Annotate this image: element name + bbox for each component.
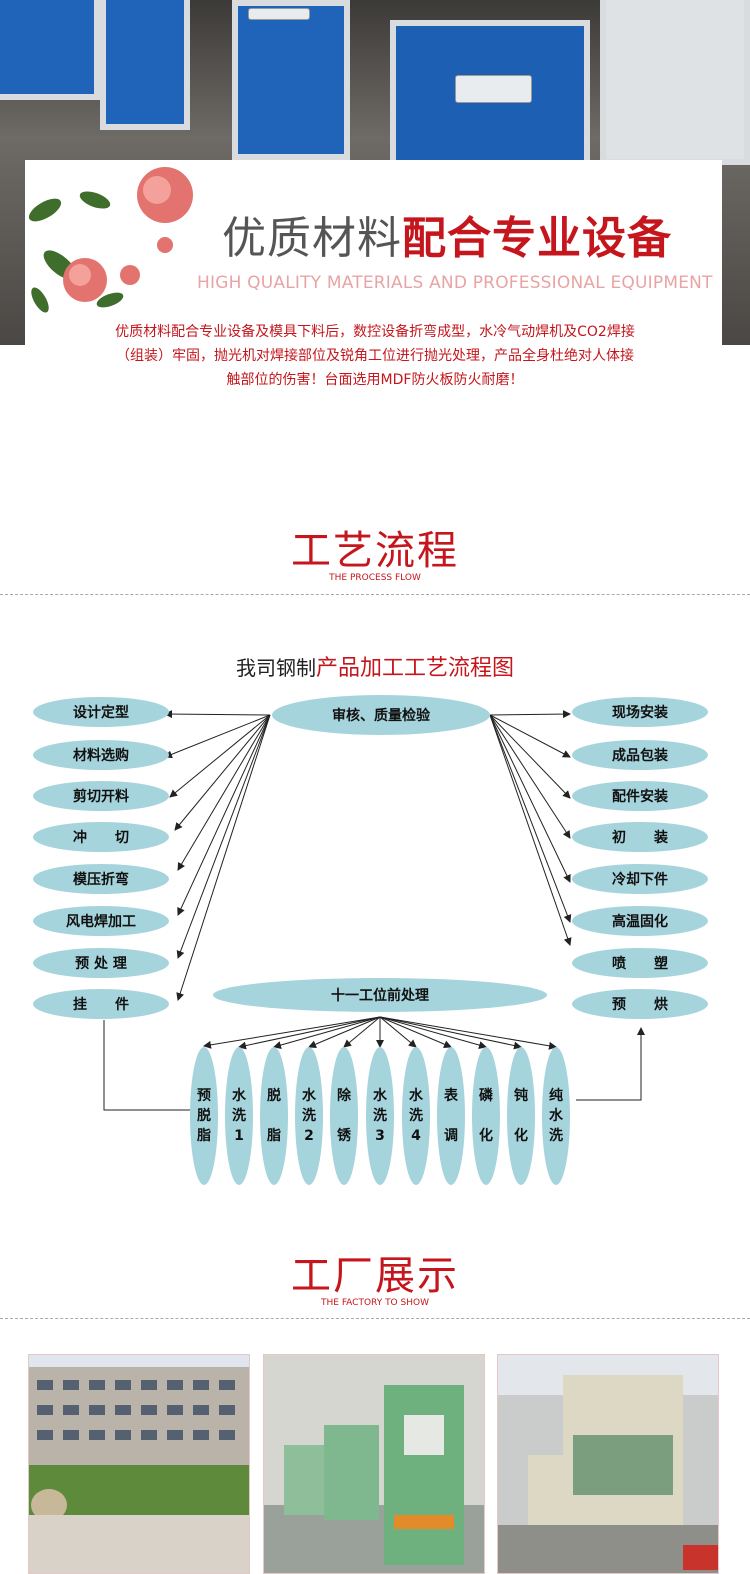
node-left: 剪切开料 <box>33 781 169 811</box>
node-left: 预 处 理 <box>33 948 169 978</box>
node-left: 挂 件 <box>33 989 169 1019</box>
factory-photo-presses <box>263 1354 485 1574</box>
station-node: 除 锈 <box>330 1047 358 1185</box>
flow-heading-plain: 我司钢制 <box>235 656 316 680</box>
cabinet-door <box>232 0 350 160</box>
flow-chart-heading: 我司钢制产品加工工艺流程图 <box>0 650 750 682</box>
banner-subtitle: HIGH QUALITY MATERIALS AND PROFESSIONAL … <box>197 273 713 293</box>
cabinet-handle <box>248 8 310 20</box>
node-right: 冷却下件 <box>572 864 708 894</box>
cabinet-handle <box>455 75 532 103</box>
node-left: 材料选购 <box>33 740 169 770</box>
cabinet-door <box>0 0 100 100</box>
station-node: 纯水洗 <box>542 1047 570 1185</box>
divider <box>0 1318 750 1319</box>
banner-panel <box>25 160 722 345</box>
factory-title: 工厂展示 <box>291 1253 459 1299</box>
node-left: 设计定型 <box>33 697 169 727</box>
flow-heading-red: 产品加工工艺流程图 <box>315 656 514 681</box>
flow-connectors <box>103 710 645 1111</box>
node-left: 风电焊加工 <box>33 906 169 936</box>
node-pretreatment: 十一工位前处理 <box>213 978 547 1012</box>
factory-photo-press-machine <box>497 1354 719 1574</box>
node-right: 预 烘 <box>572 989 708 1019</box>
station-node: 脱 脂 <box>260 1047 288 1185</box>
station-node: 表 调 <box>437 1047 465 1185</box>
divider <box>0 594 750 595</box>
factory-photo-building <box>28 1354 250 1574</box>
banner-title: 优质材料配合专业设备 <box>222 202 672 266</box>
node-right: 现场安装 <box>572 697 708 727</box>
station-node: 预脱脂 <box>190 1047 218 1185</box>
station-node: 磷 化 <box>472 1047 500 1185</box>
cabinet-door <box>100 0 190 130</box>
banner-title-plain: 优质材料 <box>222 213 402 264</box>
banner-description: 优质材料配合专业设备及模具下料后，数控设备折弯成型，水冷气动焊机及CO2焊接（组… <box>115 324 635 388</box>
process-subtitle: THE PROCESS FLOW <box>329 573 421 583</box>
rose-decoration <box>28 167 193 313</box>
node-right: 初 装 <box>572 822 708 852</box>
process-title: 工艺流程 <box>291 528 459 574</box>
node-right: 喷 塑 <box>572 948 708 978</box>
node-left: 冲 切 <box>33 822 169 852</box>
node-right: 成品包装 <box>572 740 708 770</box>
cabinet-drawer-open <box>600 0 750 165</box>
factory-subtitle: THE FACTORY TO SHOW <box>321 1298 429 1308</box>
station-node: 钝 化 <box>507 1047 535 1185</box>
node-right: 配件安装 <box>572 781 708 811</box>
node-inspection: 审核、质量检验 <box>272 695 490 735</box>
node-left: 模压折弯 <box>33 864 169 894</box>
banner-title-bold: 配合专业设备 <box>402 213 672 264</box>
node-right: 高温固化 <box>572 906 708 936</box>
